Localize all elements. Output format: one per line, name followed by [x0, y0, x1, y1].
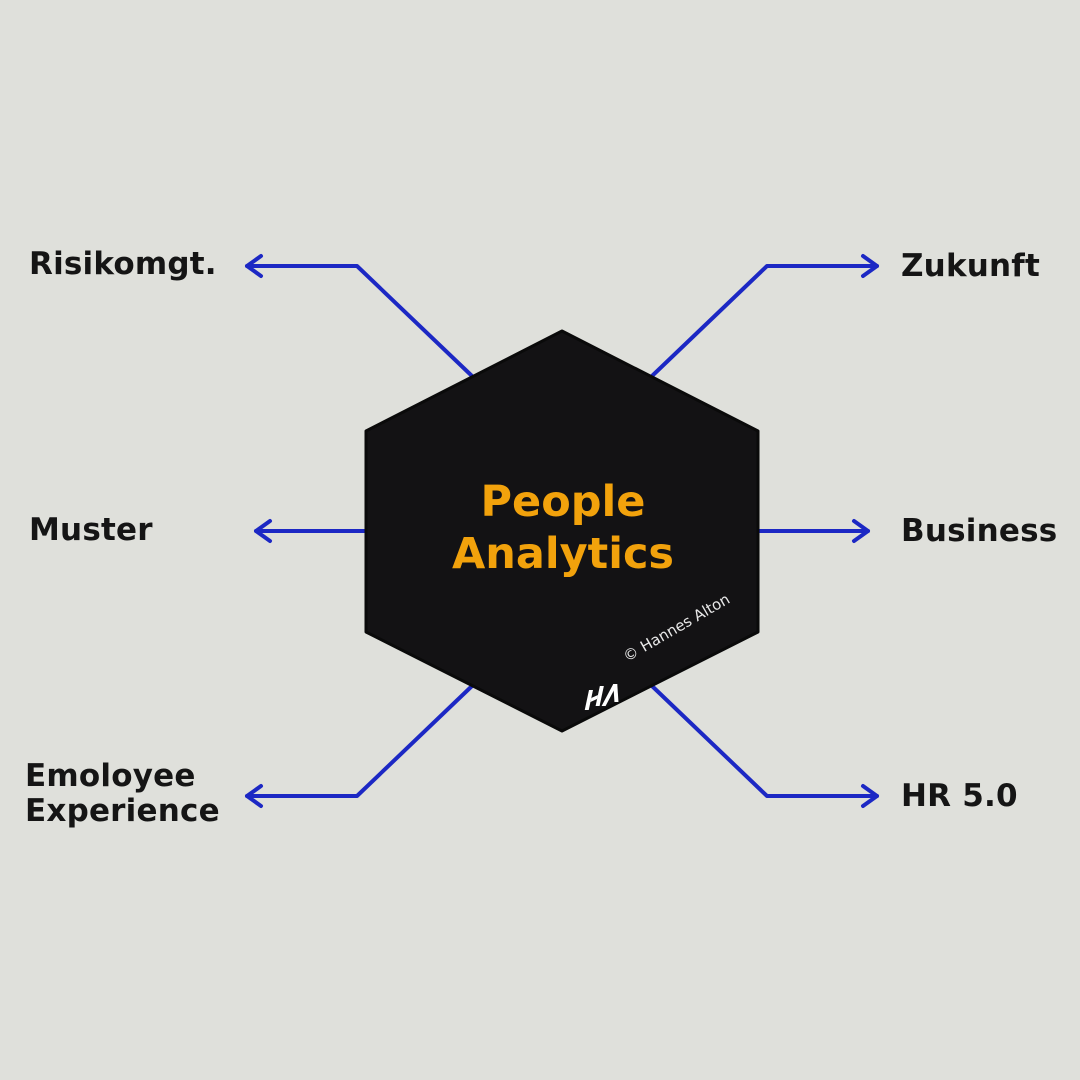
label-employee-experience: Emoloyee Experience — [25, 759, 220, 829]
label-hr: HR 5.0 — [901, 778, 1018, 814]
label-zukunft: Zukunft — [901, 248, 1041, 284]
label-muster: Muster — [29, 512, 153, 548]
arrows — [245, 254, 879, 808]
arrow-employee-experience — [245, 684, 474, 798]
label-employee-line1: Emoloyee — [25, 758, 196, 794]
arrowhead-muster — [254, 519, 272, 543]
arrowhead-hr — [861, 784, 879, 808]
arrowhead-employee-experience — [245, 784, 263, 808]
arrow-hr — [650, 684, 879, 798]
label-risikomgt: Risikomgt. — [29, 246, 217, 282]
label-business: Business — [901, 513, 1058, 549]
hannes-alton-logo-icon — [584, 684, 619, 710]
center-title-line1: People — [480, 477, 646, 527]
center-hexagon — [364, 329, 760, 733]
arrow-risikomgt — [245, 264, 474, 378]
arrowhead-business — [852, 519, 870, 543]
arrowhead-risikomgt — [245, 254, 263, 278]
center-title-line2: Analytics — [451, 529, 675, 579]
center-title: People Analytics — [366, 476, 760, 580]
arrowhead-zukunft — [861, 254, 879, 278]
label-employee-line2: Experience — [25, 793, 220, 829]
arrow-zukunft — [650, 264, 879, 378]
